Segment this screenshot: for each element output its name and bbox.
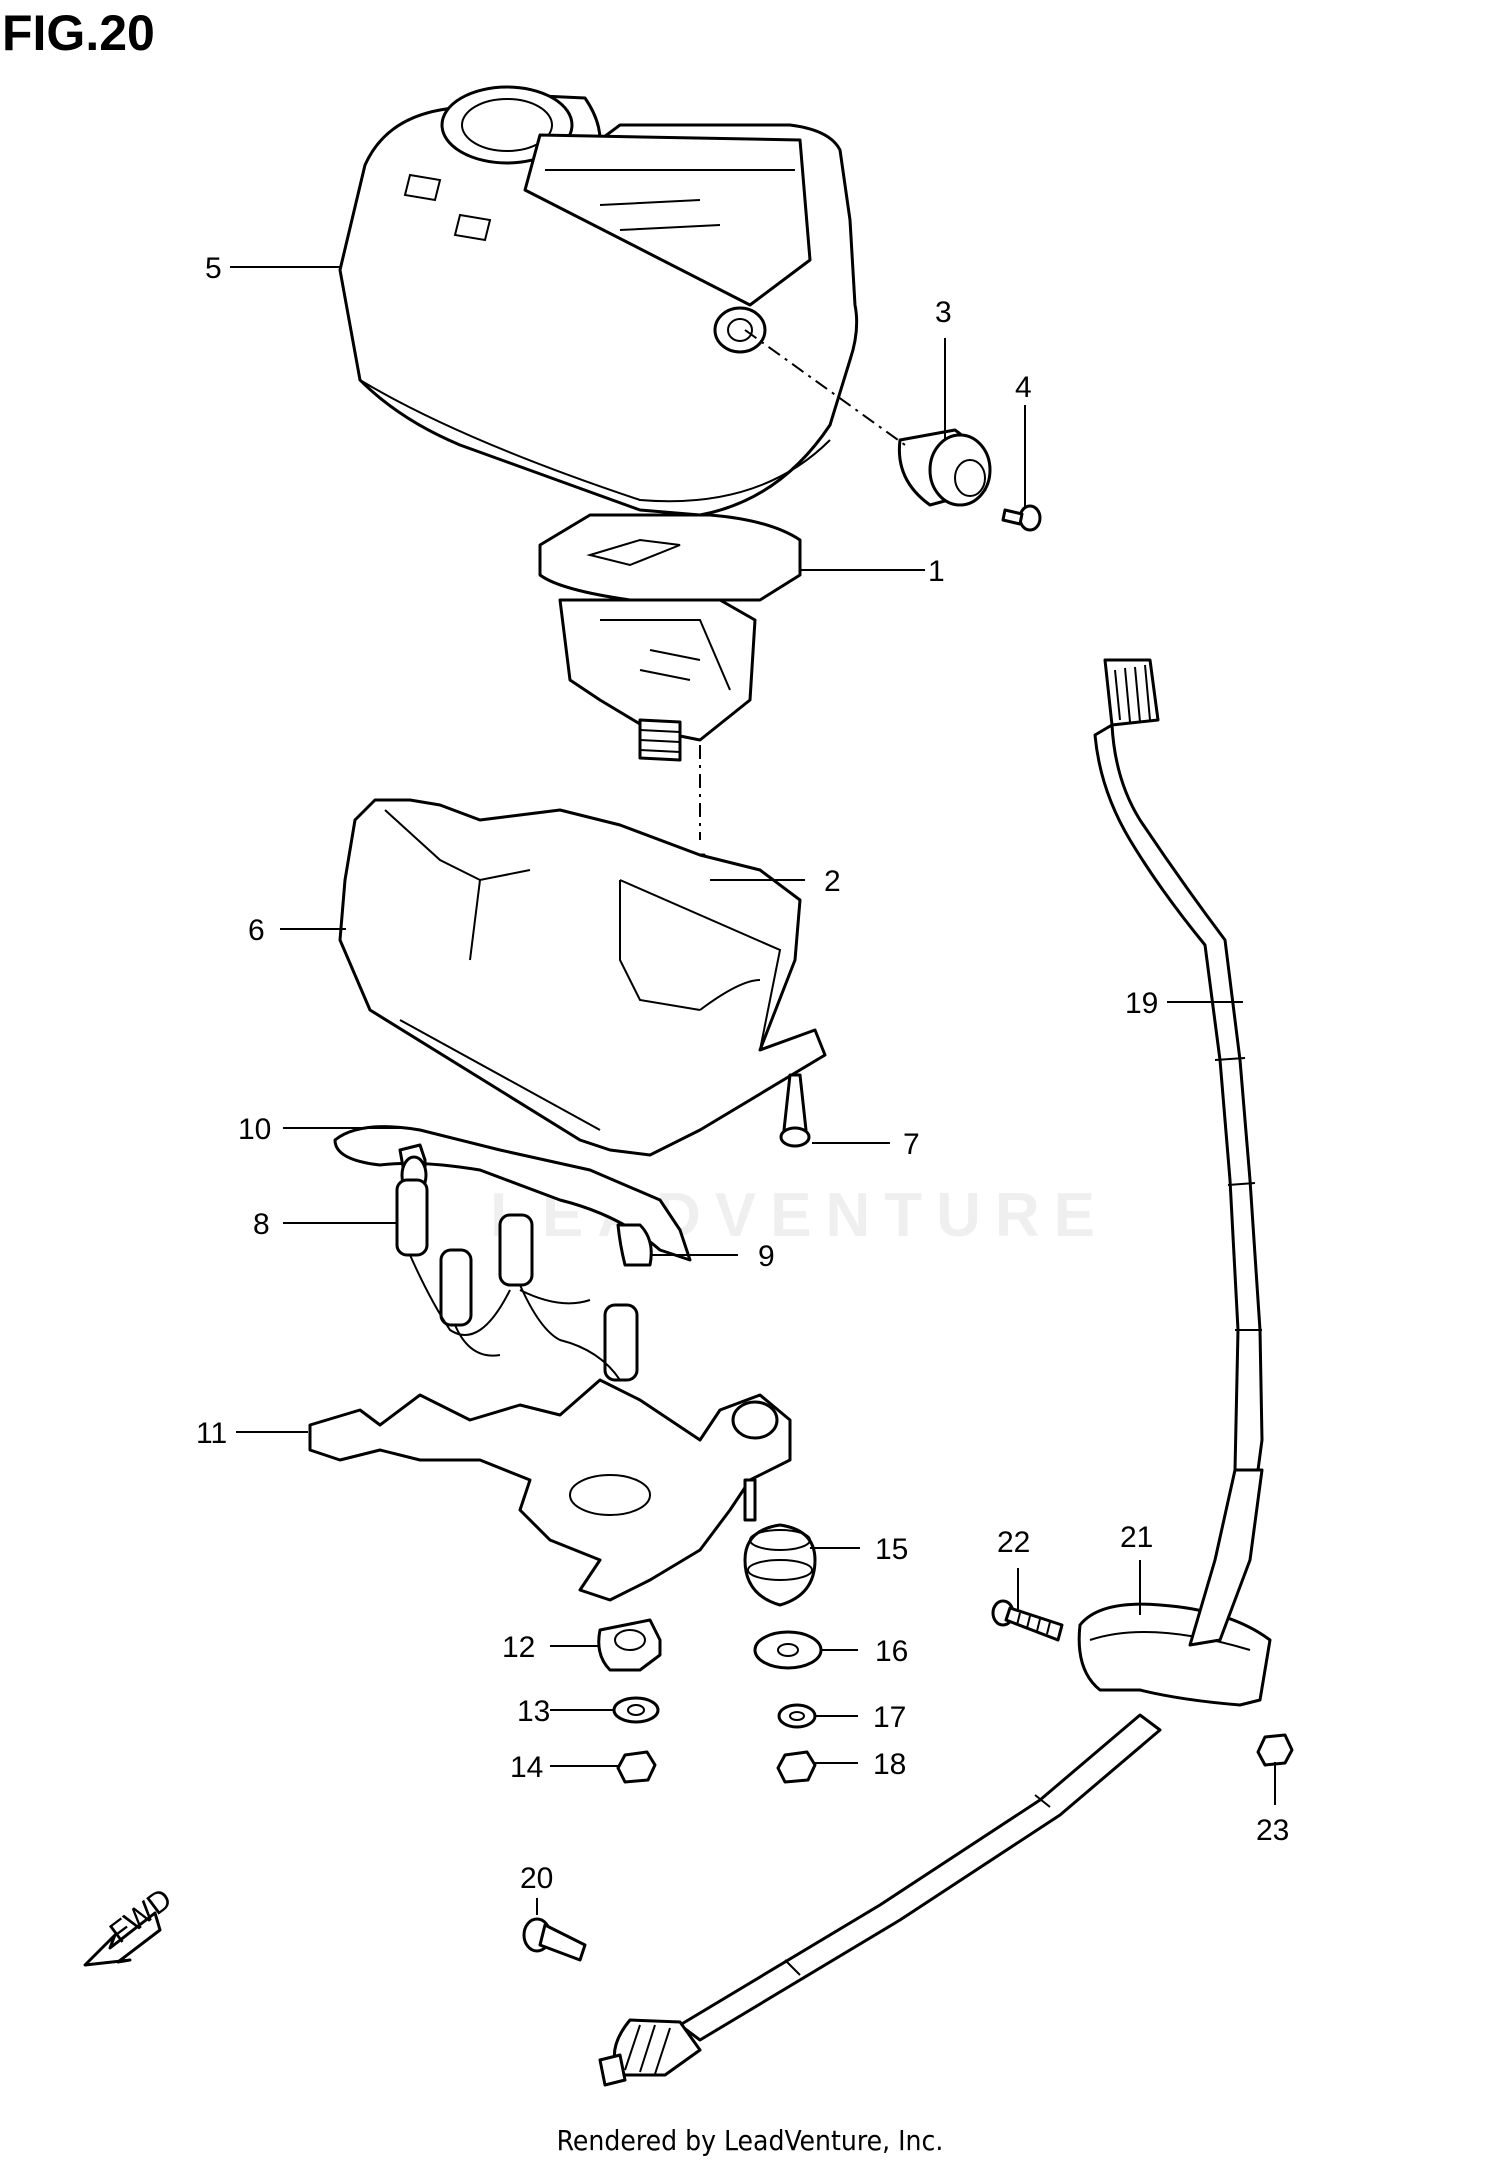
- fwd-arrow-icon: FWD: [83, 1882, 178, 1967]
- callout-1: 1: [928, 555, 945, 588]
- callout-3: 3: [935, 296, 952, 329]
- callout-15: 15: [875, 1533, 908, 1566]
- callout-17: 17: [873, 1701, 906, 1734]
- callout-10: 10: [238, 1113, 271, 1146]
- callout-6: 6: [248, 914, 265, 947]
- callout-18: 18: [873, 1748, 906, 1781]
- part-21-bracket[interactable]: [1077, 1468, 1272, 1707]
- callout-12: 12: [502, 1631, 535, 1664]
- part-22-bolt[interactable]: [991, 1599, 1064, 1642]
- part-1-speedometer[interactable]: [538, 513, 802, 762]
- part-11-bracket[interactable]: [308, 1378, 792, 1602]
- part-15-grommet[interactable]: [743, 1523, 817, 1607]
- part-16-washer[interactable]: [753, 1630, 823, 1670]
- callout-16: 16: [875, 1635, 908, 1668]
- callout-labels: 1 2 3 4 5 6 7 8 9 10 11 12 13 14 15 16 1…: [196, 252, 1289, 1895]
- render-credit: Rendered by LeadVenture, Inc.: [556, 2124, 944, 2157]
- callout-7: 7: [903, 1128, 920, 1161]
- assembly-line-knob: [744, 329, 906, 446]
- callout-5: 5: [205, 252, 222, 285]
- figure-title: FIG.20: [2, 5, 155, 61]
- part-23-nut[interactable]: [1256, 1733, 1294, 1767]
- part-14-nut[interactable]: [616, 1750, 657, 1784]
- callout-9: 9: [758, 1240, 775, 1273]
- part-13-washer[interactable]: [612, 1696, 660, 1724]
- callout-8: 8: [253, 1208, 270, 1241]
- part-12-clamp[interactable]: [597, 1618, 662, 1672]
- callout-2: 2: [824, 865, 841, 898]
- callout-13: 13: [517, 1695, 550, 1728]
- callout-14: 14: [510, 1751, 543, 1784]
- part-18-nut[interactable]: [776, 1750, 817, 1784]
- part-20-speedometer-cable-lower[interactable]: [522, 1713, 1162, 2087]
- leader-lines: [230, 266, 1276, 1915]
- callout-22: 22: [997, 1526, 1030, 1559]
- part-8-bulb-socket[interactable]: [395, 1178, 639, 1382]
- part-7-screw[interactable]: [779, 1073, 811, 1148]
- part-9-bulb[interactable]: [616, 1223, 653, 1267]
- callout-4: 4: [1015, 371, 1032, 404]
- callout-19: 19: [1125, 987, 1158, 1020]
- part-17-washer[interactable]: [777, 1703, 817, 1729]
- callout-20: 20: [520, 1862, 553, 1895]
- part-5-upper-case[interactable]: [338, 85, 859, 517]
- part-4-screw[interactable]: [1001, 504, 1042, 532]
- callout-23: 23: [1256, 1814, 1289, 1847]
- callout-21: 21: [1120, 1521, 1153, 1554]
- part-3-knob[interactable]: [897, 428, 992, 507]
- callout-11: 11: [196, 1417, 227, 1450]
- part-19-speedometer-cable-upper[interactable]: [1093, 658, 1264, 1472]
- part-6-lower-case[interactable]: [338, 798, 827, 1157]
